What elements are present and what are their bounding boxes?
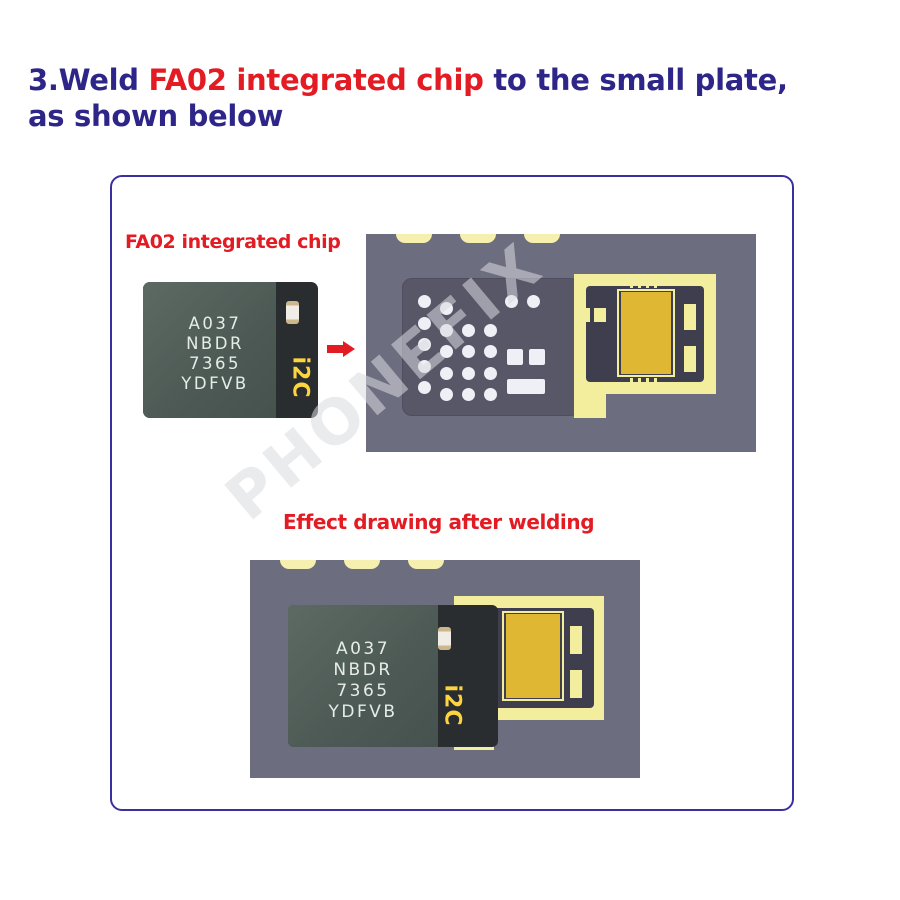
solder-pad [440,388,453,401]
solder-pad [462,345,475,358]
chip-marking: A037 NBDR 7365 YDFVB [165,314,265,394]
solder-pad [505,295,518,308]
chip-marking-line: A037 [335,639,391,659]
chip-marking-line: YDFVB [328,702,398,722]
solder-pad [462,324,475,337]
small-plate-after: A037 NBDR 7365 YDFVB i2C [250,560,640,778]
solder-pad [462,388,475,401]
fa02-chip: A037 NBDR 7365 YDFVB i2C [143,282,318,418]
chip-marking-line: YDFVB [181,374,249,393]
solder-pad [418,338,431,351]
board-tab [460,234,496,243]
chip-body [288,605,438,747]
chip-marking: A037 NBDR 7365 YDFVB [313,639,413,723]
capacitor [438,627,451,650]
i2c-label: i2C [439,684,465,727]
heading-suffix: to the small plate, [483,63,788,97]
solder-pad [484,388,497,401]
board-tab [408,560,444,569]
chip-marking-line: 7365 [189,354,241,373]
chip-marking-line: NBDR [186,334,244,353]
small-plate-before [366,234,756,452]
solder-pad [527,295,540,308]
solder-pad [440,302,453,315]
solder-pad [418,360,431,373]
board-tab [344,560,380,569]
heading-prefix: 3.Weld [28,63,149,97]
solder-pad-square [529,349,545,365]
solder-pad-square [507,349,523,365]
heading-highlight: FA02 integrated chip [148,63,484,97]
pcb-traces [574,274,716,418]
solder-pad-rect [507,379,545,394]
chip-marking-line: 7365 [336,681,390,701]
solder-pad [484,367,497,380]
heading-line-2: as shown below [28,99,284,133]
solder-pad [484,324,497,337]
solder-pad [440,367,453,380]
chip-marking-line: NBDR [333,660,393,680]
solder-pad [418,381,431,394]
page-heading: 3.Weld FA02 integrated chip to the small… [28,62,878,134]
solder-pad [484,345,497,358]
chip-caption: FA02 integrated chip [125,231,341,253]
effect-caption: Effect drawing after welding [283,510,595,534]
solder-pad [418,317,431,330]
solder-pad [462,367,475,380]
chip-body [143,282,276,418]
chip-marking-line: A037 [188,314,242,333]
chip-recess [402,278,580,416]
board-tab [280,560,316,569]
solder-pad [440,324,453,337]
board-tab [524,234,560,243]
solder-pad [440,345,453,358]
arrow-right-icon [327,341,355,357]
welded-chip: A037 NBDR 7365 YDFVB i2C [288,605,498,747]
board-tab [396,234,432,243]
i2c-label: i2C [287,356,313,399]
solder-pad [418,295,431,308]
capacitor [286,301,299,324]
